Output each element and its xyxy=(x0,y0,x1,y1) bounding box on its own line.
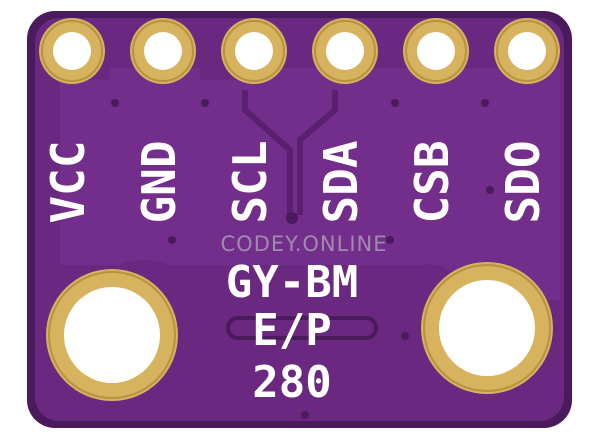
via xyxy=(401,332,409,340)
pin-pad-hole xyxy=(326,32,364,70)
copper-pour xyxy=(60,68,560,300)
via xyxy=(486,186,494,194)
pin-pads xyxy=(39,18,560,84)
mounting-hole-left xyxy=(64,287,160,383)
via xyxy=(111,99,119,107)
via xyxy=(391,99,399,107)
watermark-text: CODEY.ONLINE xyxy=(221,232,388,256)
pin-pad-hole xyxy=(508,32,546,70)
pin-pad-hole xyxy=(144,32,182,70)
pin-label-scl: SCL xyxy=(223,140,277,223)
via xyxy=(168,236,176,244)
trace-scl-sda xyxy=(242,90,338,215)
pin-label-sdo: SDO xyxy=(496,140,550,223)
pin-label-vcc: VCC xyxy=(41,140,95,223)
via xyxy=(201,99,209,107)
silkscreen-slot xyxy=(226,316,378,340)
mounting-hole-right-ring-inner xyxy=(423,264,551,392)
pin-pad-edge xyxy=(41,20,103,82)
pin-pad-hole xyxy=(235,32,273,70)
via xyxy=(301,411,309,419)
board-title-line1: GY-BM xyxy=(226,257,358,308)
board-title-line3: 280 xyxy=(252,357,331,408)
pin-label-gnd: GND xyxy=(132,140,186,223)
mounting-hole-right xyxy=(439,280,535,376)
pin-pad-edge xyxy=(405,20,467,82)
pin-pad-edge xyxy=(314,20,376,82)
mounting-hole-left-ring-inner xyxy=(48,271,176,399)
board-title-line2: E/P xyxy=(252,305,331,356)
pin-pad-hole xyxy=(417,32,455,70)
pin-label-csb: CSB xyxy=(405,140,459,223)
pin-pad-edge xyxy=(496,20,558,82)
via xyxy=(481,99,489,107)
pin-pad-edge xyxy=(223,20,285,82)
pin-pad-hole xyxy=(53,32,91,70)
via xyxy=(286,212,298,224)
pin-pad-edge xyxy=(132,20,194,82)
via xyxy=(386,236,394,244)
pin-label-sda: SDA xyxy=(314,140,368,223)
pin-labels: VCC GND SCL SDA CSB SDO xyxy=(41,140,550,223)
